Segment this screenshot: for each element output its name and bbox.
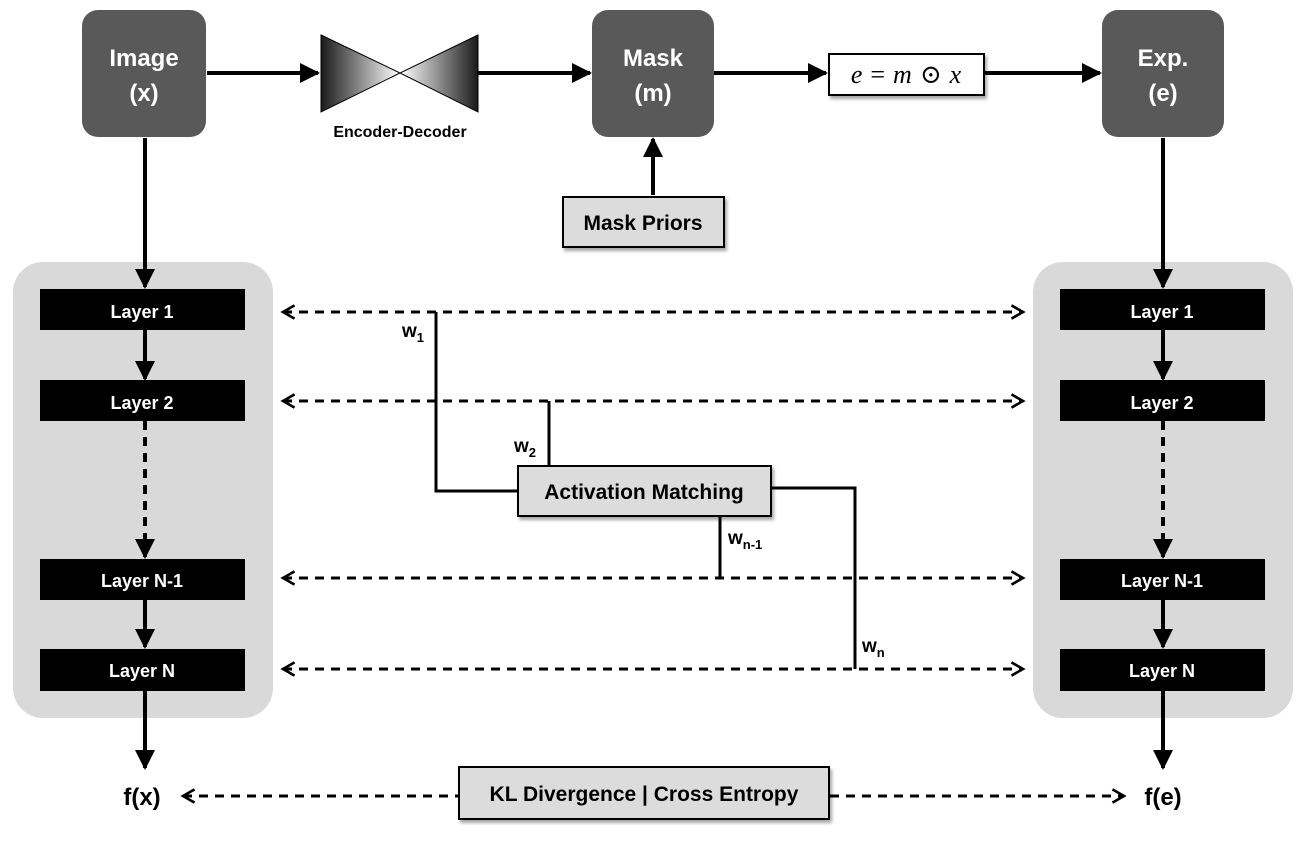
left-layer-1 [40,289,245,330]
explanation-node-title: Exp. [1138,45,1189,72]
image-node [82,10,206,137]
loss-label: KL Divergence | Cross Entropy [490,783,799,806]
right-layer-2-label: Layer 2 [1130,393,1193,413]
weight-w2-sub: 2 [529,445,536,460]
mask-priors-box [562,196,725,248]
mask-node-var: (m) [634,80,671,107]
equation-text: e= m ⊙x [851,60,962,89]
left-layer-1-label: Layer 1 [110,302,173,322]
weight-wn-base: w [861,636,877,657]
right-layer-1-label: Layer 1 [1130,302,1193,322]
equation-e: e [851,60,863,89]
equation-equals: = [870,60,885,89]
weight-label-wn: wn [861,636,885,660]
mask-node-title: Mask [623,45,684,72]
left-layer-2 [40,380,245,421]
mask-node [592,10,714,137]
left-layer-2-label: Layer 2 [110,393,173,413]
weight-wn-sub: n [877,645,885,660]
left-layer-n-1-label: Layer N-1 [101,571,183,591]
weight-label-wn1: wn-1 [727,528,762,552]
left-output-label: f(x) [123,784,160,811]
explanation-node-var: (e) [1148,80,1177,107]
mask-priors-label: Mask Priors [583,212,702,235]
encoder-decoder-label: Encoder-Decoder [333,124,466,141]
encoder-decoder-icon [320,34,479,113]
activation-matching-label: Activation Matching [544,481,744,504]
right-layer-1 [1060,289,1265,330]
right-layer-n-1 [1060,559,1265,600]
connector-wn [771,486,857,669]
left-layer-n-label: Layer N [109,661,175,681]
equation-x: x [949,60,962,89]
right-layer-n [1060,649,1265,691]
right-layer-n-1-label: Layer N-1 [1121,571,1203,591]
loss-box [458,766,830,820]
weight-wn1-base: w [727,528,743,549]
activation-matching-box [517,465,772,517]
equation-m: m [893,60,912,89]
weight-w1-base: w [401,321,417,342]
weight-w2-base: w [513,436,529,457]
right-output-label: f(e) [1144,784,1181,811]
weight-label-w2: w2 [513,436,536,460]
left-layer-n [40,649,245,691]
image-node-var: (x) [129,80,158,107]
weight-w1-sub: 1 [417,330,424,345]
weight-wn1-sub: n-1 [743,537,763,552]
left-layer-n-1 [40,559,245,600]
image-node-title: Image [109,45,178,72]
equation-odot: ⊙ [920,60,942,89]
weight-label-w1: w1 [401,321,424,345]
connector-w1 [434,312,518,493]
right-layer-n-label: Layer N [1129,661,1195,681]
right-layer-2 [1060,380,1265,421]
equation-box [828,53,985,96]
explanation-node [1102,10,1224,137]
